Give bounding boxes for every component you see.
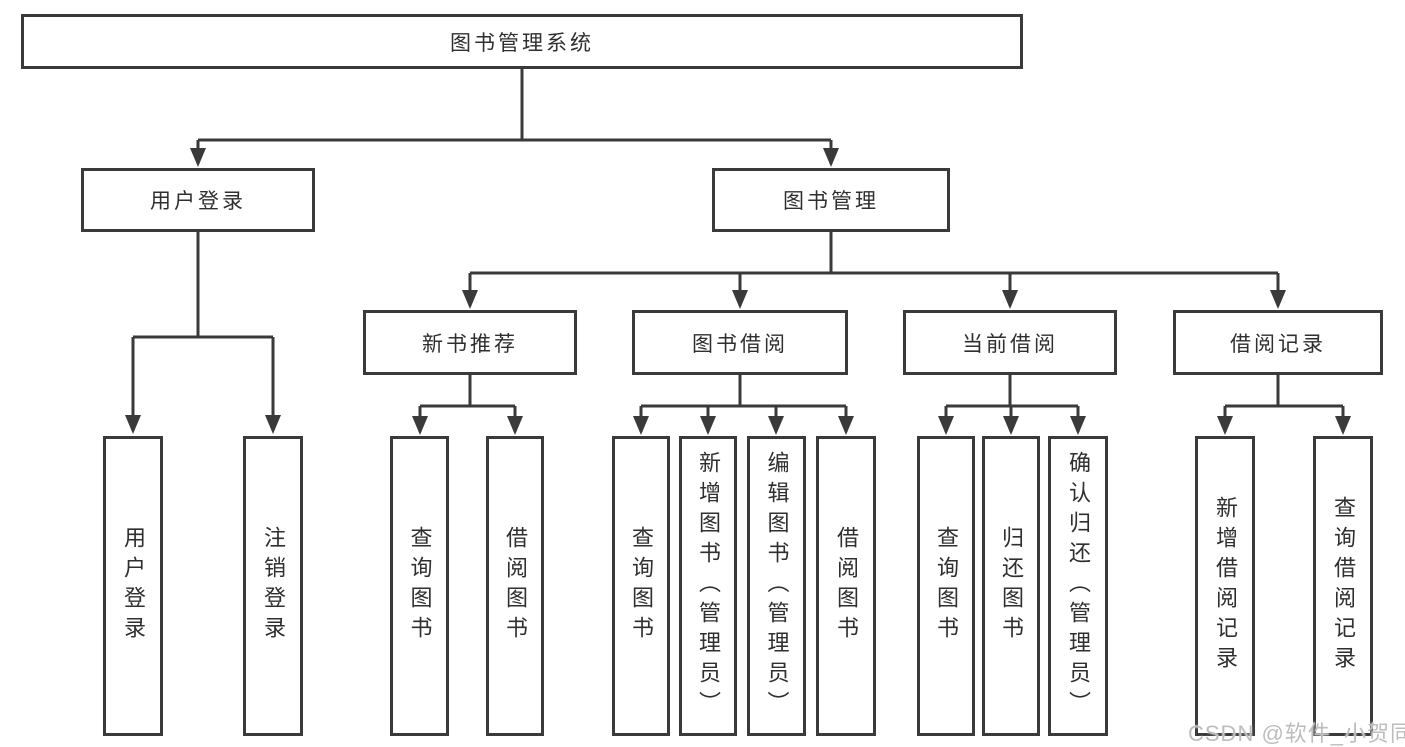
node-label: 借阅图书 xyxy=(834,526,859,646)
node-label: 借阅图书 xyxy=(503,526,528,646)
node-label: 新增借阅记录 xyxy=(1213,496,1238,676)
arrowhead xyxy=(507,416,523,435)
node-new-book-recommend: 新书推荐 xyxy=(363,310,577,375)
node-current-borrowing: 当前借阅 xyxy=(903,310,1117,375)
arrowhead xyxy=(838,416,854,435)
node-label: 确认归还（管理员） xyxy=(1066,451,1091,721)
node-label: 查询借阅记录 xyxy=(1331,496,1356,676)
leaf-confirm-return-admin: 确认归还（管理员） xyxy=(1048,436,1108,736)
arrowhead xyxy=(633,416,649,435)
arrowhead xyxy=(732,290,748,309)
connector-userlogin-to-leaves xyxy=(131,232,275,431)
node-label: 注销登录 xyxy=(261,526,286,646)
leaf-logout: 注销登录 xyxy=(243,436,303,736)
leaf-borrow-books-newrec: 借阅图书 xyxy=(486,436,544,736)
node-label: 当前借阅 xyxy=(962,332,1058,356)
arrowhead xyxy=(125,415,141,434)
leaf-borrow-books-borrowing: 借阅图书 xyxy=(816,436,876,736)
node-label: 新书推荐 xyxy=(422,332,518,356)
arrowhead xyxy=(412,416,428,435)
arrowhead xyxy=(190,148,206,167)
node-user-login: 用户登录 xyxy=(81,168,315,232)
arrowhead xyxy=(938,416,954,435)
arrowheads xyxy=(125,148,1351,435)
arrowhead xyxy=(1003,416,1019,435)
connector-newbookrec-to-leaves xyxy=(418,375,517,432)
arrowhead xyxy=(462,290,478,309)
leaf-query-books-current: 查询图书 xyxy=(917,436,975,736)
node-label: 查询图书 xyxy=(934,526,959,646)
leaf-query-borrow-record: 查询借阅记录 xyxy=(1313,436,1373,736)
arrowhead xyxy=(1270,290,1286,309)
connector-bookmgmt-to-level3 xyxy=(468,232,1280,306)
node-borrowing-records: 借阅记录 xyxy=(1173,310,1383,375)
node-label: 用户登录 xyxy=(150,190,246,213)
node-system-root: 图书管理系统 xyxy=(21,14,1023,69)
node-label: 查询图书 xyxy=(629,526,654,646)
arrowhead xyxy=(823,148,839,167)
arrowhead xyxy=(1070,416,1086,435)
leaf-return-books: 归还图书 xyxy=(982,436,1040,736)
connector-root-to-level2 xyxy=(196,68,833,164)
arrowhead xyxy=(768,416,784,435)
node-label: 图书借阅 xyxy=(692,332,788,356)
node-label: 借阅记录 xyxy=(1230,332,1326,356)
leaf-add-books-admin: 新增图书（管理员） xyxy=(679,436,737,736)
arrowhead xyxy=(1335,416,1351,435)
arrowhead xyxy=(265,415,281,434)
leaf-query-books-borrowing: 查询图书 xyxy=(612,436,670,736)
node-book-management: 图书管理 xyxy=(712,168,950,232)
arrowhead xyxy=(1002,290,1018,309)
arrowhead xyxy=(1217,416,1233,435)
leaf-add-borrow-record: 新增借阅记录 xyxy=(1195,436,1255,736)
node-label: 图书管理系统 xyxy=(450,31,594,55)
leaf-edit-books-admin: 编辑图书（管理员） xyxy=(747,436,806,736)
node-label: 编辑图书（管理员） xyxy=(764,451,790,721)
node-label: 用户登录 xyxy=(121,526,146,646)
node-label: 归还图书 xyxy=(999,526,1024,646)
csdn-watermark: CSDN @软件_小贺同学 xyxy=(1188,721,1405,746)
node-book-borrowing: 图书借阅 xyxy=(632,310,848,375)
node-label: 查询图书 xyxy=(407,526,433,646)
connector-bookborrow-to-leaves xyxy=(639,375,848,432)
leaf-user-login: 用户登录 xyxy=(103,436,163,736)
node-label: 图书管理 xyxy=(783,190,879,213)
leaf-query-books-newrec: 查询图书 xyxy=(390,436,449,736)
node-label: 新增图书（管理员） xyxy=(696,451,721,721)
connector-borrowrecords-to-leaves xyxy=(1223,375,1345,432)
arrowhead xyxy=(700,416,716,435)
